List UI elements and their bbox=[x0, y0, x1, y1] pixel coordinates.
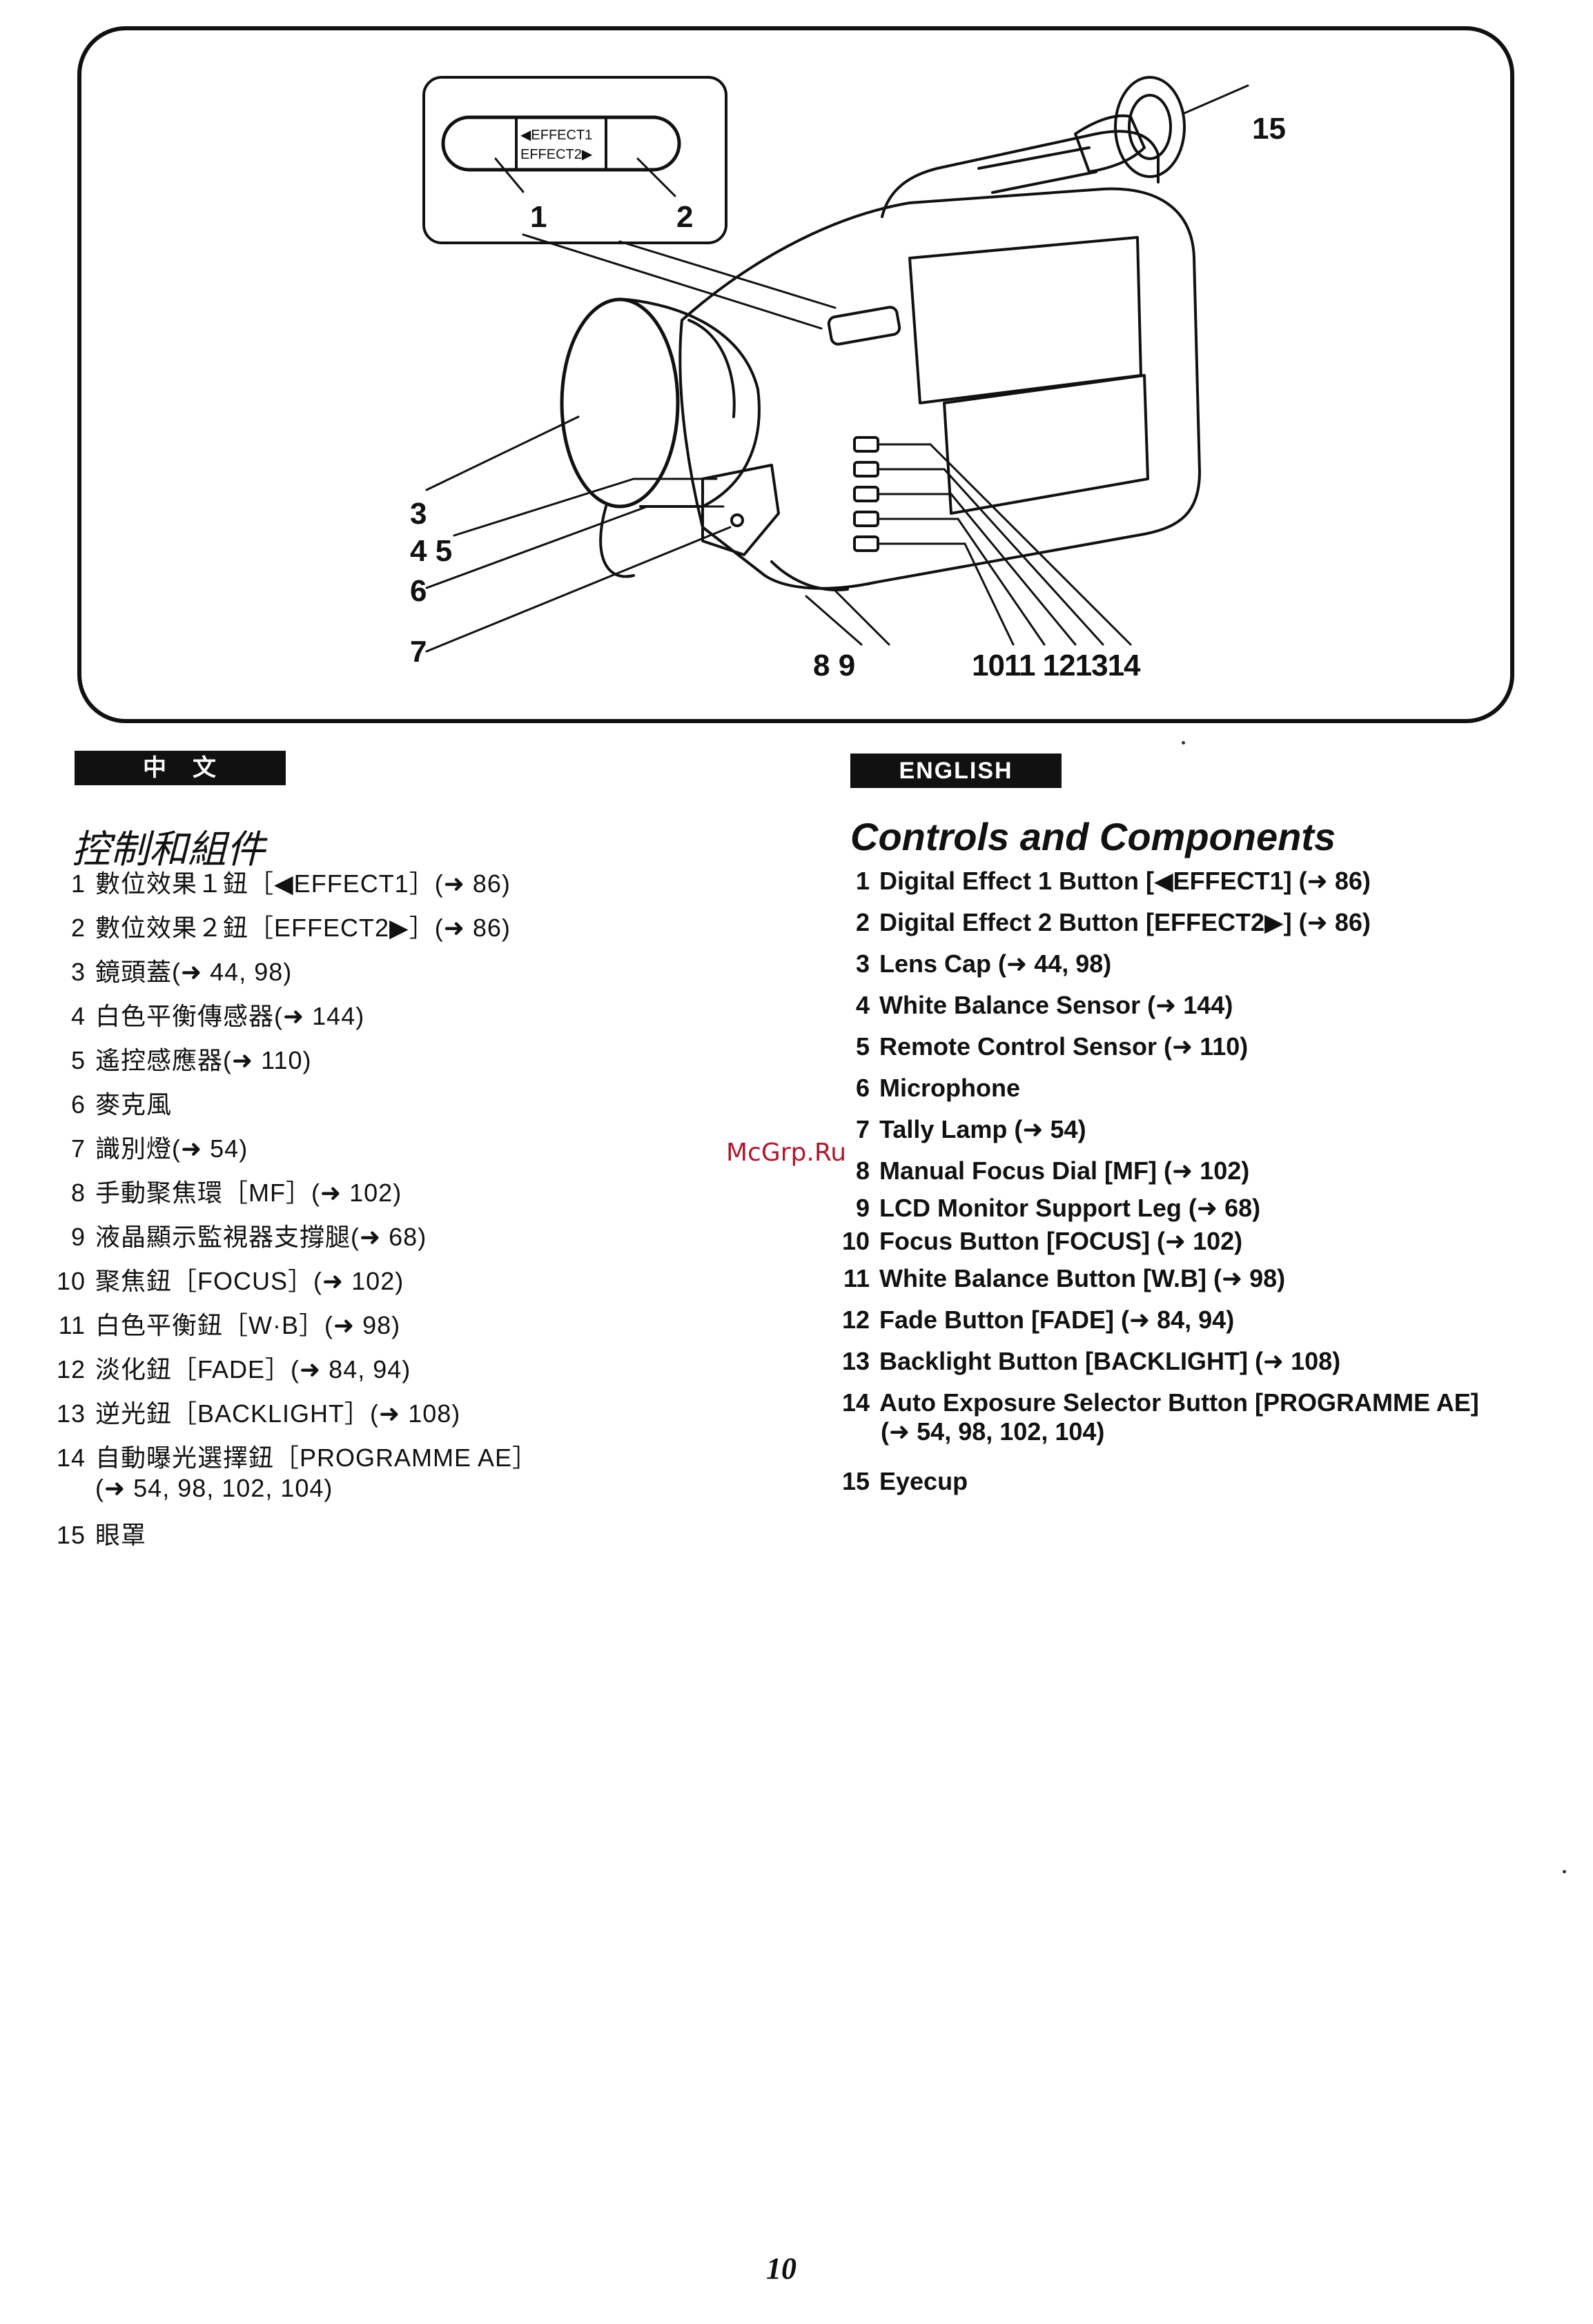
english-title: Controls and Components bbox=[850, 815, 1336, 858]
page-number: 10 bbox=[766, 2252, 796, 2285]
callout-3: 3 bbox=[410, 497, 427, 531]
effect-inset-box bbox=[422, 76, 727, 244]
tally-lamp-shape bbox=[730, 513, 744, 527]
lens-cap-shape bbox=[560, 297, 680, 509]
effect-button-pair bbox=[441, 115, 681, 172]
camcorder-illustration: ◀EFFECT1 EFFECT2▶ bbox=[422, 76, 1249, 653]
chinese-section-tab: 中 文 bbox=[75, 751, 286, 785]
chinese-title: 控制和組件 bbox=[72, 827, 265, 871]
callout-15: 15 bbox=[1252, 112, 1286, 146]
effect1-label: ◀EFFECT1 bbox=[520, 128, 592, 143]
scan-speck bbox=[1563, 1870, 1566, 1873]
eyecup-shape bbox=[1114, 76, 1186, 178]
english-section-tab: ENGLISH bbox=[850, 754, 1062, 788]
lcd-panel bbox=[908, 236, 1142, 404]
callout-1: 1 bbox=[530, 200, 547, 234]
camcorder-body bbox=[678, 187, 1201, 590]
callout-2: 2 bbox=[676, 200, 694, 234]
callout-8-9: 8 9 bbox=[813, 649, 856, 682]
callout-7: 7 bbox=[410, 635, 427, 669]
callout-4-5: 4 5 bbox=[410, 534, 453, 568]
camcorder-handle bbox=[881, 130, 1160, 218]
watermark: McGrp.Ru bbox=[726, 1139, 847, 1167]
effect2-label: EFFECT2▶ bbox=[520, 147, 593, 162]
callout-6: 6 bbox=[410, 574, 427, 608]
callout-10-14: 1011 121314 bbox=[972, 649, 1141, 682]
scan-speck bbox=[1182, 741, 1185, 745]
camcorder-figure: ◀EFFECT1 EFFECT2▶ bbox=[77, 26, 1514, 723]
